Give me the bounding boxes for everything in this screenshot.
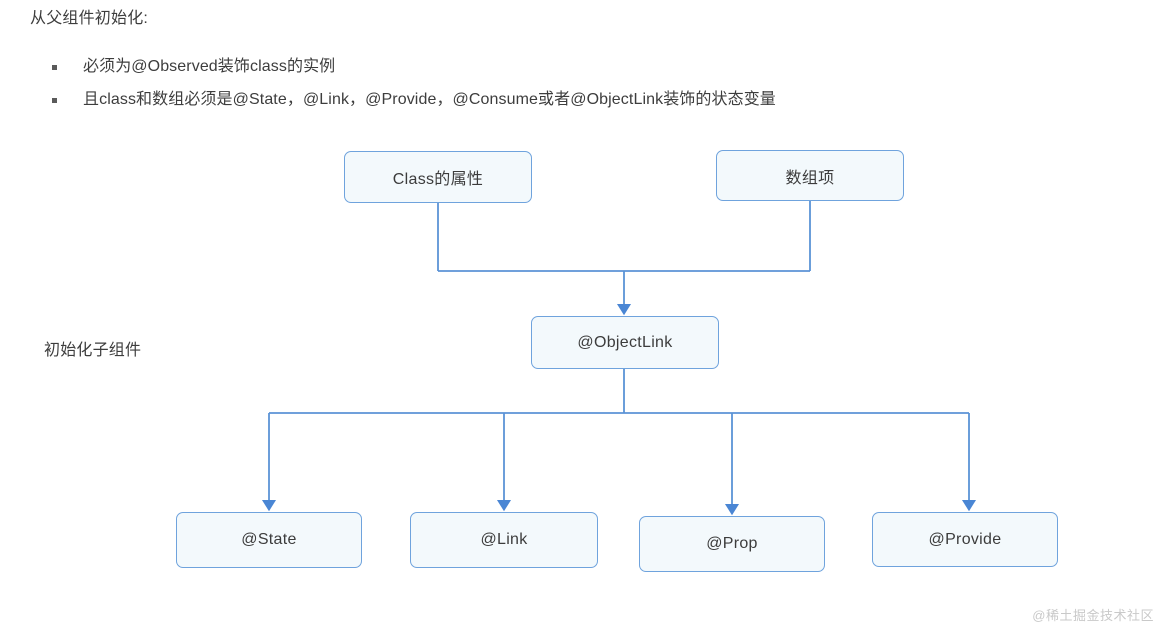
bullet-dot-icon bbox=[52, 98, 57, 103]
list-item-label: 必须为@Observed装饰class的实例 bbox=[83, 58, 336, 75]
node-array-item[interactable]: 数组项 bbox=[716, 150, 904, 201]
node-class-property[interactable]: Class的属性 bbox=[344, 151, 532, 203]
list-item: 必须为@Observed装饰class的实例 bbox=[52, 56, 1132, 78]
node-link[interactable]: @Link bbox=[410, 512, 598, 568]
page-title: 从父组件初始化: bbox=[30, 10, 149, 27]
node-objectlink[interactable]: @ObjectLink bbox=[531, 316, 719, 369]
node-prop[interactable]: @Prop bbox=[639, 516, 825, 572]
node-state[interactable]: @State bbox=[176, 512, 362, 568]
section-label-init-child-component: 初始化子组件 bbox=[44, 342, 142, 359]
requirements-list: 必须为@Observed装饰class的实例 且class和数组必须是@Stat… bbox=[52, 56, 1132, 122]
bullet-dot-icon bbox=[52, 65, 57, 70]
node-provide[interactable]: @Provide bbox=[872, 512, 1058, 567]
list-item: 且class和数组必须是@State，@Link，@Provide，@Consu… bbox=[52, 89, 1132, 111]
list-item-label: 且class和数组必须是@State，@Link，@Provide，@Consu… bbox=[83, 91, 776, 108]
watermark: @稀土掘金技术社区 bbox=[1032, 608, 1154, 623]
